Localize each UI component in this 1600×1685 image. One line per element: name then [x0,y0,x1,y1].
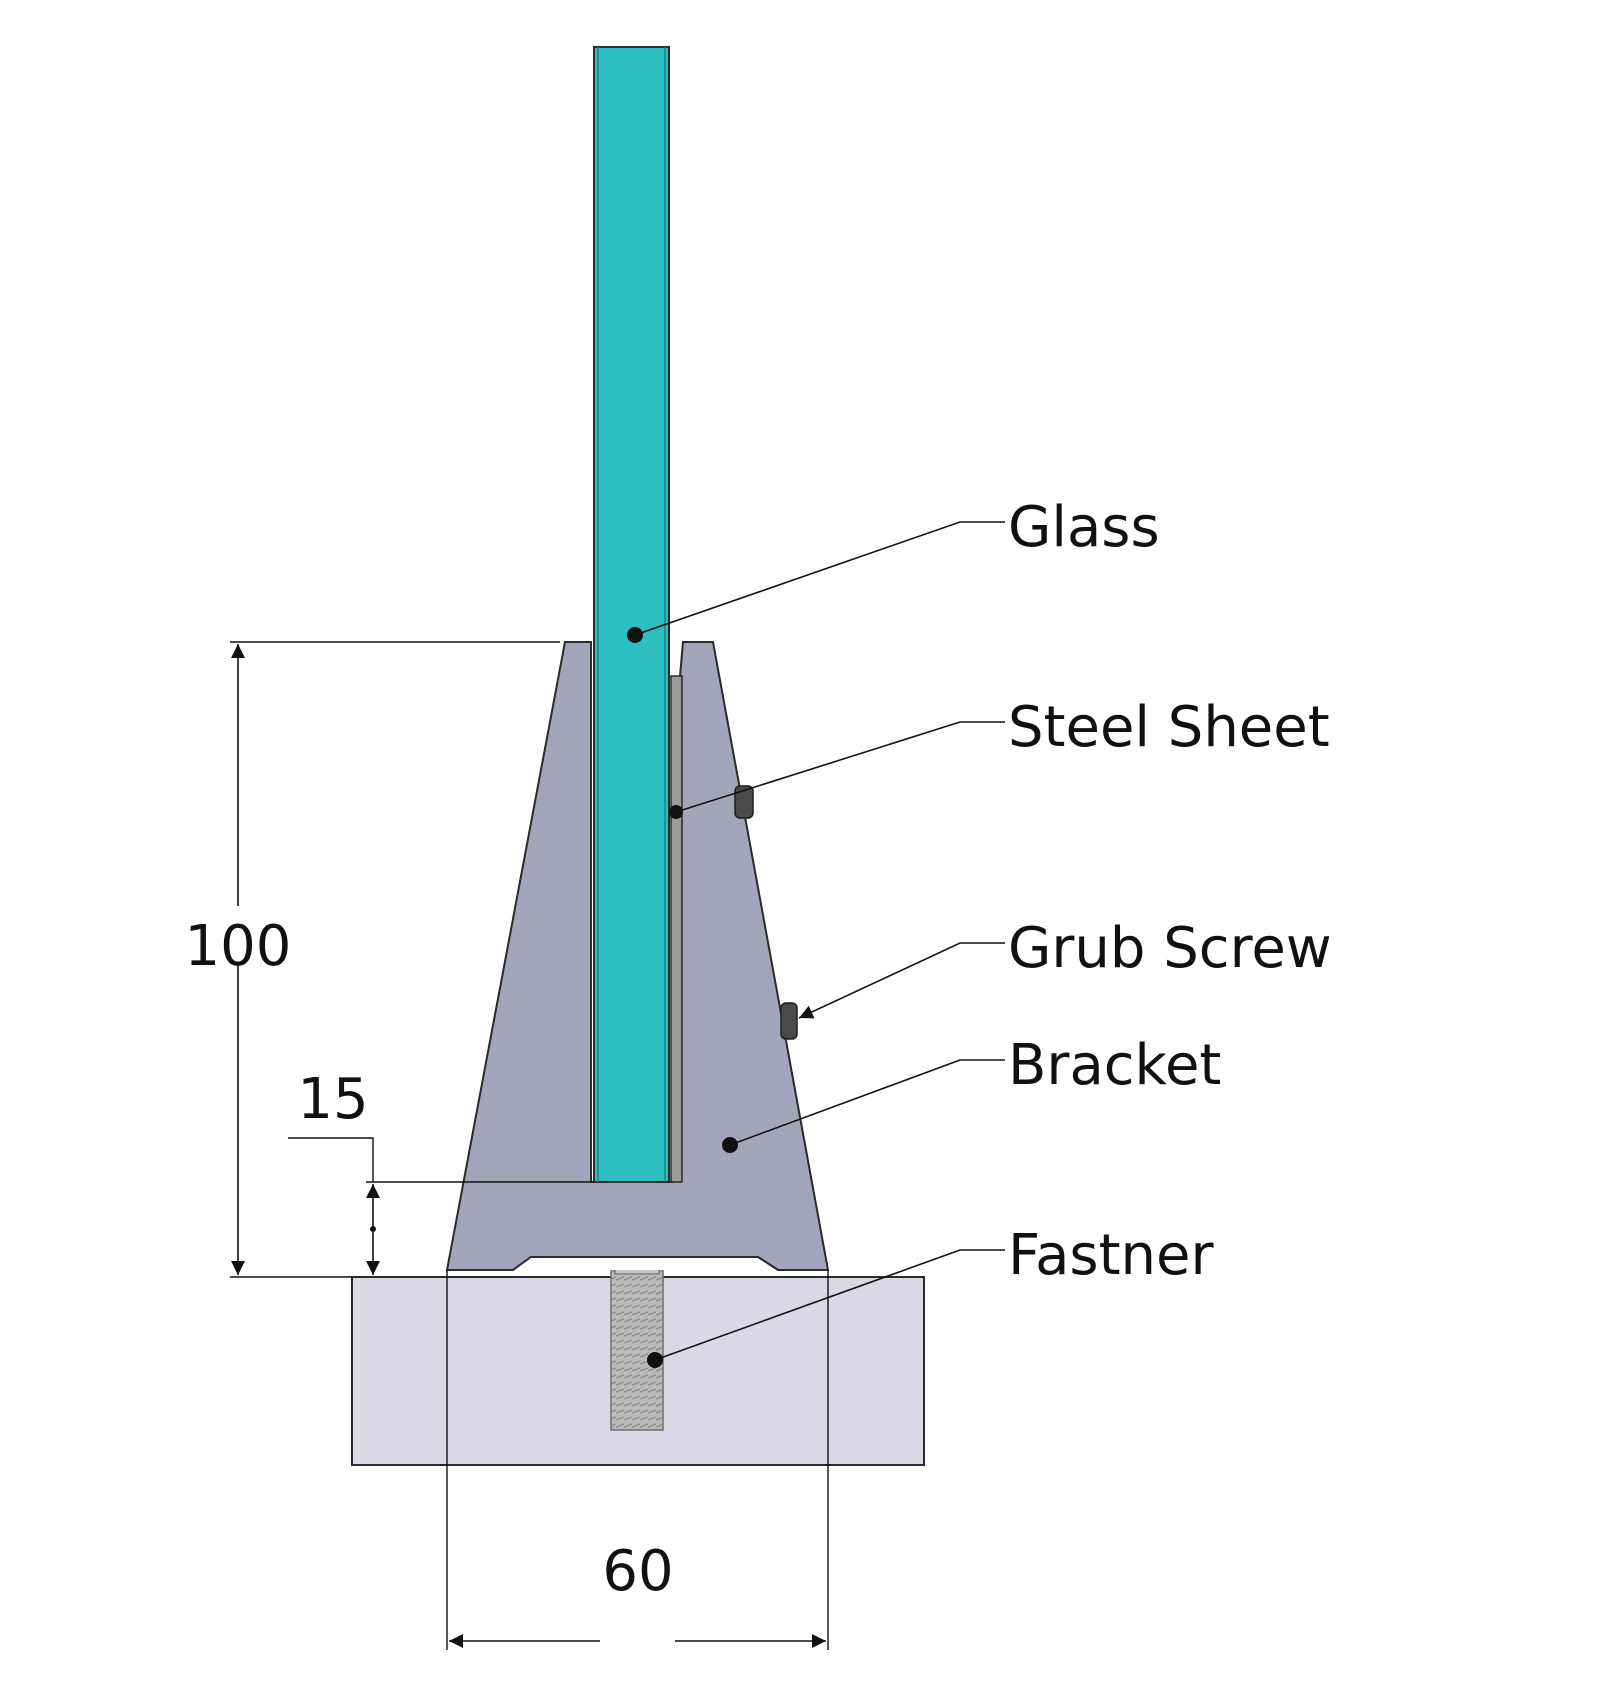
label-bracket: Bracket [1008,1033,1221,1098]
label-fastener: Fastner [1008,1223,1214,1288]
dimension-width: 60 [446,1270,829,1650]
glass-panel-shape [593,46,670,1183]
leader-glass [627,521,1005,643]
fastener-shape [610,1261,664,1431]
label-grub-screw: Grub Screw [1008,916,1332,981]
leader-steel-sheet [669,721,1005,819]
leader-bracket [722,1059,1005,1153]
steel-sheet-shape [670,675,683,1183]
grub-screw-lower [780,1002,798,1040]
leader-grub-screw [798,942,1005,1019]
leader-fastener [647,1249,1005,1368]
dimension-recess-value: 15 [297,1067,368,1132]
label-steel-sheet: Steel Sheet [1008,695,1330,760]
dimension-width-value: 60 [602,1539,673,1604]
dimension-height: 100 [185,641,560,1278]
dimension-recess: 15 [288,1067,594,1275]
dimension-height-value: 100 [185,914,292,979]
label-glass: Glass [1008,495,1160,560]
grub-screw-upper [734,785,754,819]
